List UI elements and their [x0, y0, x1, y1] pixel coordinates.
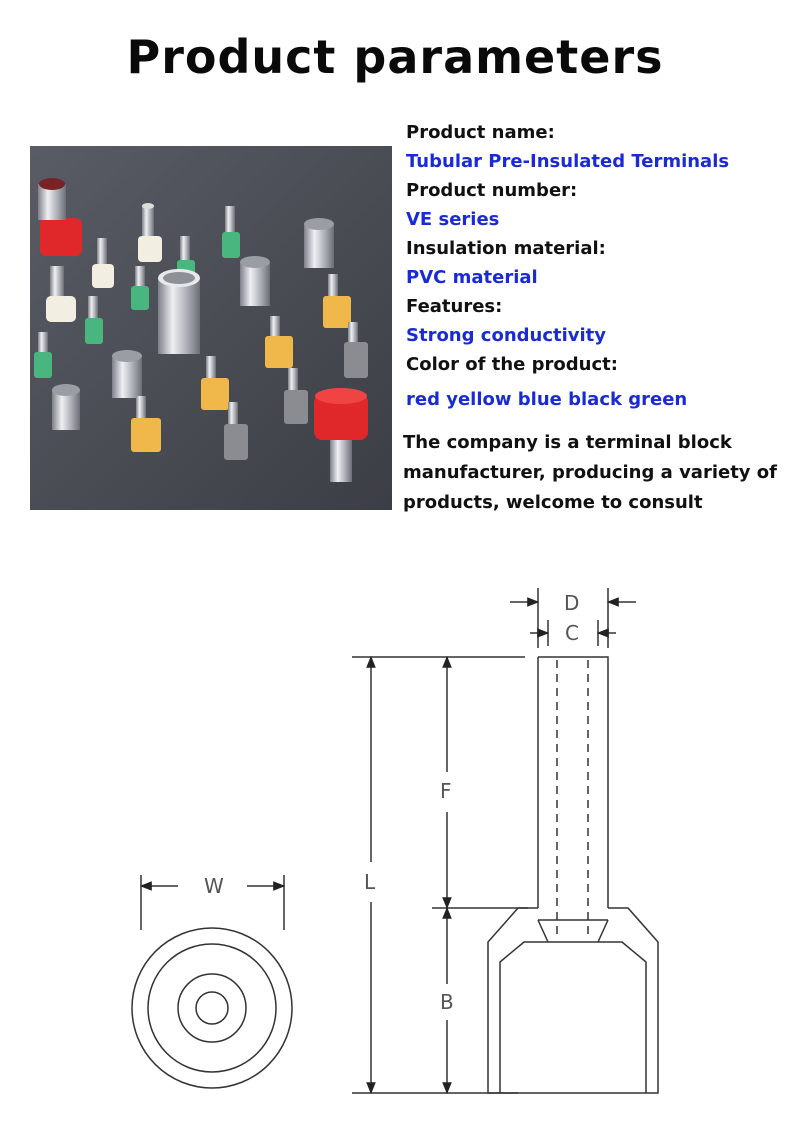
dimension-label-c: C: [565, 621, 579, 645]
ferrule-sleeve-outline: [538, 656, 609, 908]
top-view-bore-circle: [195, 991, 229, 1025]
company-note: The company is a terminal block manufact…: [403, 432, 778, 513]
dimension-label-b: B: [440, 990, 454, 1014]
spec-value-features: Strong conductivity: [406, 325, 607, 346]
product-photo: [30, 146, 392, 510]
spec-value-insulation-material: PVC material: [406, 267, 538, 288]
spec-label-color: Color of the product:: [406, 354, 618, 375]
dimension-label-f: F: [440, 779, 452, 803]
top-view-insulation-circle: [147, 943, 277, 1073]
dimension-label-l: L: [364, 870, 376, 894]
spec-value-product-name: Tubular Pre-Insulated Terminals: [406, 151, 730, 172]
dimension-diagram: D C F L B W: [131, 588, 659, 1095]
spec-value-product-number: VE series: [406, 209, 500, 230]
spec-label-product-name: Product name:: [406, 122, 555, 143]
spec-label-features: Features:: [406, 296, 503, 317]
top-view-sleeve-circle: [177, 973, 247, 1043]
spec-label-insulation-material: Insulation material:: [406, 238, 606, 259]
ferrule-insulation-outline: [487, 907, 659, 1094]
spec-list: Product name: Tubular Pre-Insulated Term…: [406, 118, 776, 417]
dimension-label-w: W: [204, 874, 224, 898]
page-title: Product parameters: [126, 30, 664, 84]
top-view-outer-circle: [131, 927, 293, 1089]
spec-label-product-number: Product number:: [406, 180, 578, 201]
dimension-label-d: D: [564, 591, 579, 615]
spec-value-color: red yellow blue black green: [406, 389, 688, 410]
